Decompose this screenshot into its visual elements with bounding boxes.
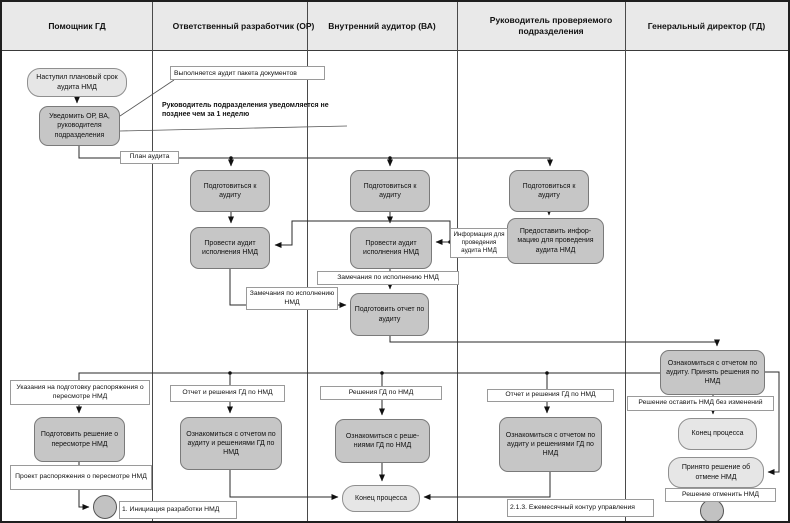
label-report-decisions-head: Отчет и решения ГД по НМД [487,389,614,402]
annotation-doc-package: Выполняется аудит пакета документов [170,66,325,80]
task-va-prepare-audit[interactable]: Подготовиться к аудиту [350,170,430,212]
lane-divider-2 [307,2,308,521]
task-va-review-decisions[interactable]: Ознакомиться с реше-ниями ГД по НМД [335,419,430,463]
task-or-review-report[interactable]: Ознакомиться с отчетом по аудиту и решен… [180,417,282,470]
label-monthly-control-loop: 2.1.3. Ежемесячный контур управления [507,499,654,517]
lane-divider-3 [457,2,458,521]
label-keep-unchanged: Решение оставить НМД без изменений [627,396,774,411]
label-decisions-va: Решения ГД по НМД [320,386,442,400]
lane-divider-1 [152,2,153,521]
task-notify-participants[interactable]: Уведомить ОР, ВА, руководителя подраздел… [39,106,120,146]
lane-title-general-director: Генеральный директор (ГД) [647,20,766,31]
lane-title-assistant: Помощник ГД [48,20,106,31]
start-event-audit-due[interactable]: Наступил плановый срок аудита НМД [27,68,127,97]
end-event-va[interactable]: Конец процесса [342,485,420,512]
lane-divider-4 [625,2,626,521]
label-cancel-nmd: Решение отменить НМД [665,488,776,502]
lane-title-department-head: Руководитель проверяемого подразделения [489,15,613,36]
task-va-prepare-report[interactable]: Подготовить отчет по аудиту [350,293,429,336]
annotation-callout-lines [119,79,348,132]
end-event-gd[interactable]: Конец процесса [678,418,757,450]
label-draft-order: Проект распоряжения о пересмотре НМД [10,465,152,490]
lane-title-developer: Ответственный разработчик (ОР) [172,20,315,31]
label-instructions-revision: Указания на подготовку распоряжения о пе… [10,380,150,405]
task-or-conduct-audit[interactable]: Провести аудит исполнения НМД [190,227,270,269]
task-va-conduct-audit[interactable]: Провести аудит исполнения НМД [350,227,432,269]
task-or-prepare-audit[interactable]: Подготовиться к аудиту [190,170,270,212]
lane-title-auditor: Внутренний аудитор (ВА) [328,20,436,31]
label-remarks-left: Замечания по исполнению НМД [246,287,338,310]
task-head-provide-info[interactable]: Предоставить инфор-мацию для проведения … [507,218,604,264]
label-info-for-audit: Информация для проведения аудита НМД [450,228,508,258]
task-prepare-revision-decision[interactable]: Подготовить решение о пересмотре НМД [34,417,125,462]
task-head-prepare-audit[interactable]: Подготовиться к аудиту [509,170,589,212]
label-remarks-top: Замечания по исполнению НМД [317,271,459,285]
annotation-notify-deadline: Руководитель подразделения уведомляется … [162,102,329,119]
lane-header-row [2,2,788,51]
label-init-development: 1. Инициация разработки НМД [119,501,237,519]
label-report-decisions-or: Отчет и решения ГД по НМД [170,385,285,402]
process-connector-monthly-loop[interactable] [700,499,724,521]
task-gd-review-report[interactable]: Ознакомиться с отчетом по аудиту. Принят… [660,350,765,395]
process-connector-init-dev[interactable] [93,495,117,519]
label-audit-plan: План аудита [120,151,179,164]
event-decision-cancel-nmd[interactable]: Принято решение об отмене НМД [668,457,764,488]
task-head-review-report[interactable]: Ознакомиться с отчетом по аудиту и решен… [499,417,602,472]
